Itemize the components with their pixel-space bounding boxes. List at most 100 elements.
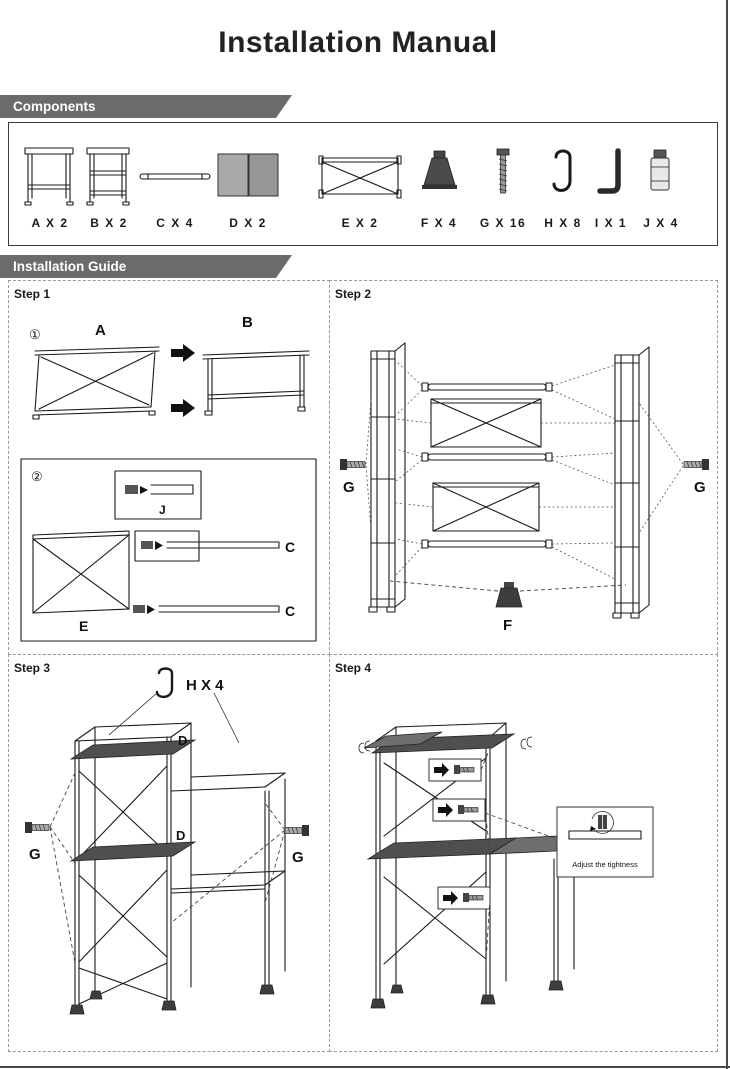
- tighten-callout-2: [432, 798, 486, 822]
- installation-guide-banner-label: Installation Guide: [13, 259, 127, 274]
- hook-h-drawing: [155, 667, 174, 699]
- component-item-c: C X 4: [137, 143, 213, 230]
- step1-marker-1: ①: [29, 327, 41, 342]
- step1-title: Step 1: [14, 287, 51, 301]
- arrow-right-icon-2: [171, 399, 195, 417]
- rack-feet: [370, 980, 564, 1009]
- screw-g-left-icon: [340, 459, 366, 470]
- panel-d-icon: [217, 153, 279, 197]
- step3-title: Step 3: [14, 661, 51, 675]
- step1-diagram: ① A B: [20, 314, 317, 642]
- component-item-i: I X 1: [591, 143, 631, 230]
- page-border-bottom: [0, 1066, 730, 1068]
- rod-c3-drawing: [421, 539, 553, 549]
- installation-guide-banner: Installation Guide: [0, 255, 292, 278]
- tighten-callout-3: [437, 886, 491, 910]
- top-hooks: [358, 736, 533, 754]
- step2-panel: Step 2: [329, 280, 718, 655]
- brace-e2-drawing: [432, 482, 540, 532]
- page-border-right: [726, 0, 728, 1069]
- step1-label-a: A: [95, 322, 106, 339]
- foot-f-drawing: [495, 582, 523, 608]
- component-item-e: E X 2: [317, 143, 403, 230]
- step3-label-g-left: G: [29, 846, 41, 863]
- screw-g-right-icon: [683, 459, 709, 470]
- hook-h-icon: [552, 149, 572, 192]
- tighten-callout-1: [428, 758, 482, 782]
- brace-e-icon: [318, 155, 402, 199]
- step4-callout-text: Adjust the tightness: [572, 860, 638, 869]
- step4-title: Step 4: [335, 661, 372, 675]
- hook-leader-2: [213, 692, 240, 744]
- step2-title: Step 2: [335, 287, 372, 301]
- component-label-f: F X 4: [420, 216, 458, 230]
- step3-label-g-right: G: [292, 849, 304, 866]
- component-label-a: A X 2: [31, 216, 69, 230]
- step1-detail-box: [20, 458, 317, 642]
- step1-panel: Step 1 ① A B: [8, 280, 330, 655]
- foot-f-icon: [422, 150, 457, 189]
- screw-g-left-icon: [25, 822, 50, 833]
- component-label-h: H X 8: [544, 216, 582, 230]
- step2-label-g-left: G: [343, 479, 355, 496]
- step2-label-g-right: G: [694, 479, 706, 496]
- side-frame-right-drawing: [612, 346, 650, 619]
- component-label-b: B X 2: [90, 216, 128, 230]
- screw-g-right-icon: [284, 825, 309, 836]
- step3-label-d-top: D: [178, 733, 187, 748]
- desk-panel-drawing: [366, 837, 518, 860]
- step3-label-h: H X 4: [186, 677, 224, 694]
- screw-g-icon: [496, 148, 510, 194]
- components-banner: Components: [0, 95, 292, 118]
- rod-c-bottom-drawing: [133, 605, 280, 614]
- hook-leader-1: [108, 692, 158, 736]
- step4-diagram: Adjust the tightness: [358, 722, 654, 1009]
- step1-label-e: E: [79, 618, 88, 634]
- g-left-leaders: [49, 772, 76, 964]
- component-label-g: G X 16: [479, 216, 527, 230]
- allen-key-i-icon: [597, 148, 621, 194]
- step2-label-f: F: [503, 617, 512, 634]
- step3-label-d-bottom: D: [176, 828, 185, 843]
- page-title: Installation Manual: [218, 26, 498, 59]
- steps-grid: Step 1 ① A B: [8, 280, 718, 1052]
- component-item-g: G X 16: [477, 143, 529, 230]
- top-shelf-panel-2-drawing: [363, 731, 443, 749]
- frame-b-open-drawing: [202, 350, 310, 416]
- rack-assembly-drawing: [74, 722, 286, 1006]
- step2-diagram: G G F: [340, 342, 709, 634]
- rack-feet: [69, 984, 275, 1015]
- components-banner-label: Components: [13, 99, 96, 114]
- component-item-f: F X 4: [413, 143, 465, 230]
- step1-label-b: B: [242, 314, 253, 331]
- frame-a-folded-drawing: [32, 346, 160, 420]
- adjust-detail-box: Adjust the tightness: [556, 806, 654, 878]
- component-item-d: D X 2: [215, 143, 281, 230]
- frame-b-icon: [86, 147, 130, 206]
- assembly-leader-lines: [365, 360, 684, 580]
- panel-d-top-drawing: [69, 739, 197, 760]
- side-frame-left-drawing: [368, 342, 406, 613]
- connector-j-detail-box: J: [114, 470, 202, 520]
- component-label-c: C X 4: [156, 216, 194, 230]
- frame-a-icon: [24, 147, 74, 206]
- rod-c-top-drawing: [134, 530, 280, 562]
- arrow-right-icon-1: [171, 344, 195, 362]
- rod-c1-drawing: [421, 382, 553, 392]
- step1-label-c-top: C: [285, 539, 295, 555]
- step3-panel: Step 3 H X 4: [8, 654, 330, 1052]
- component-label-d: D X 2: [229, 216, 267, 230]
- component-item-j: J X 4: [639, 143, 683, 230]
- foot-leader-right: [519, 584, 627, 592]
- brace-e1-drawing: [430, 398, 542, 448]
- components-box: A X 2 B X 2 C: [8, 122, 718, 246]
- rod-c-icon: [139, 173, 211, 180]
- step1-marker-2: ②: [31, 469, 43, 484]
- brace-e-drawing: [32, 530, 130, 614]
- component-item-b: B X 2: [83, 143, 135, 230]
- component-label-i: I X 1: [594, 216, 628, 230]
- panel-d-mid-drawing: [69, 841, 197, 862]
- callout-leaders: [480, 752, 558, 962]
- connector-j-icon: [650, 149, 670, 191]
